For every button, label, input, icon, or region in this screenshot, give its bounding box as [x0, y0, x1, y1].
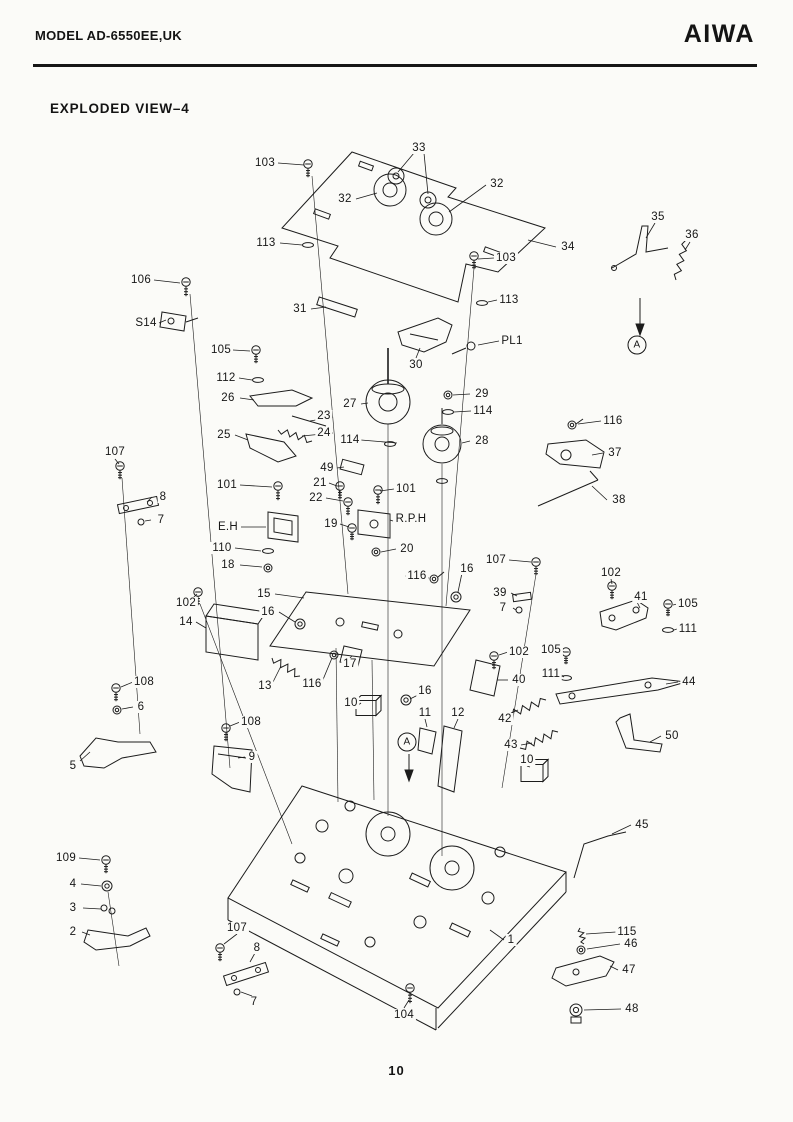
page-number: 10: [388, 1063, 405, 1078]
model-number: MODEL AD-6550EE,UK: [35, 28, 182, 43]
header-rule: [33, 64, 757, 67]
brand-logo: AIWA: [683, 20, 755, 48]
page-title: EXPLODED VIEW–4: [50, 101, 190, 116]
